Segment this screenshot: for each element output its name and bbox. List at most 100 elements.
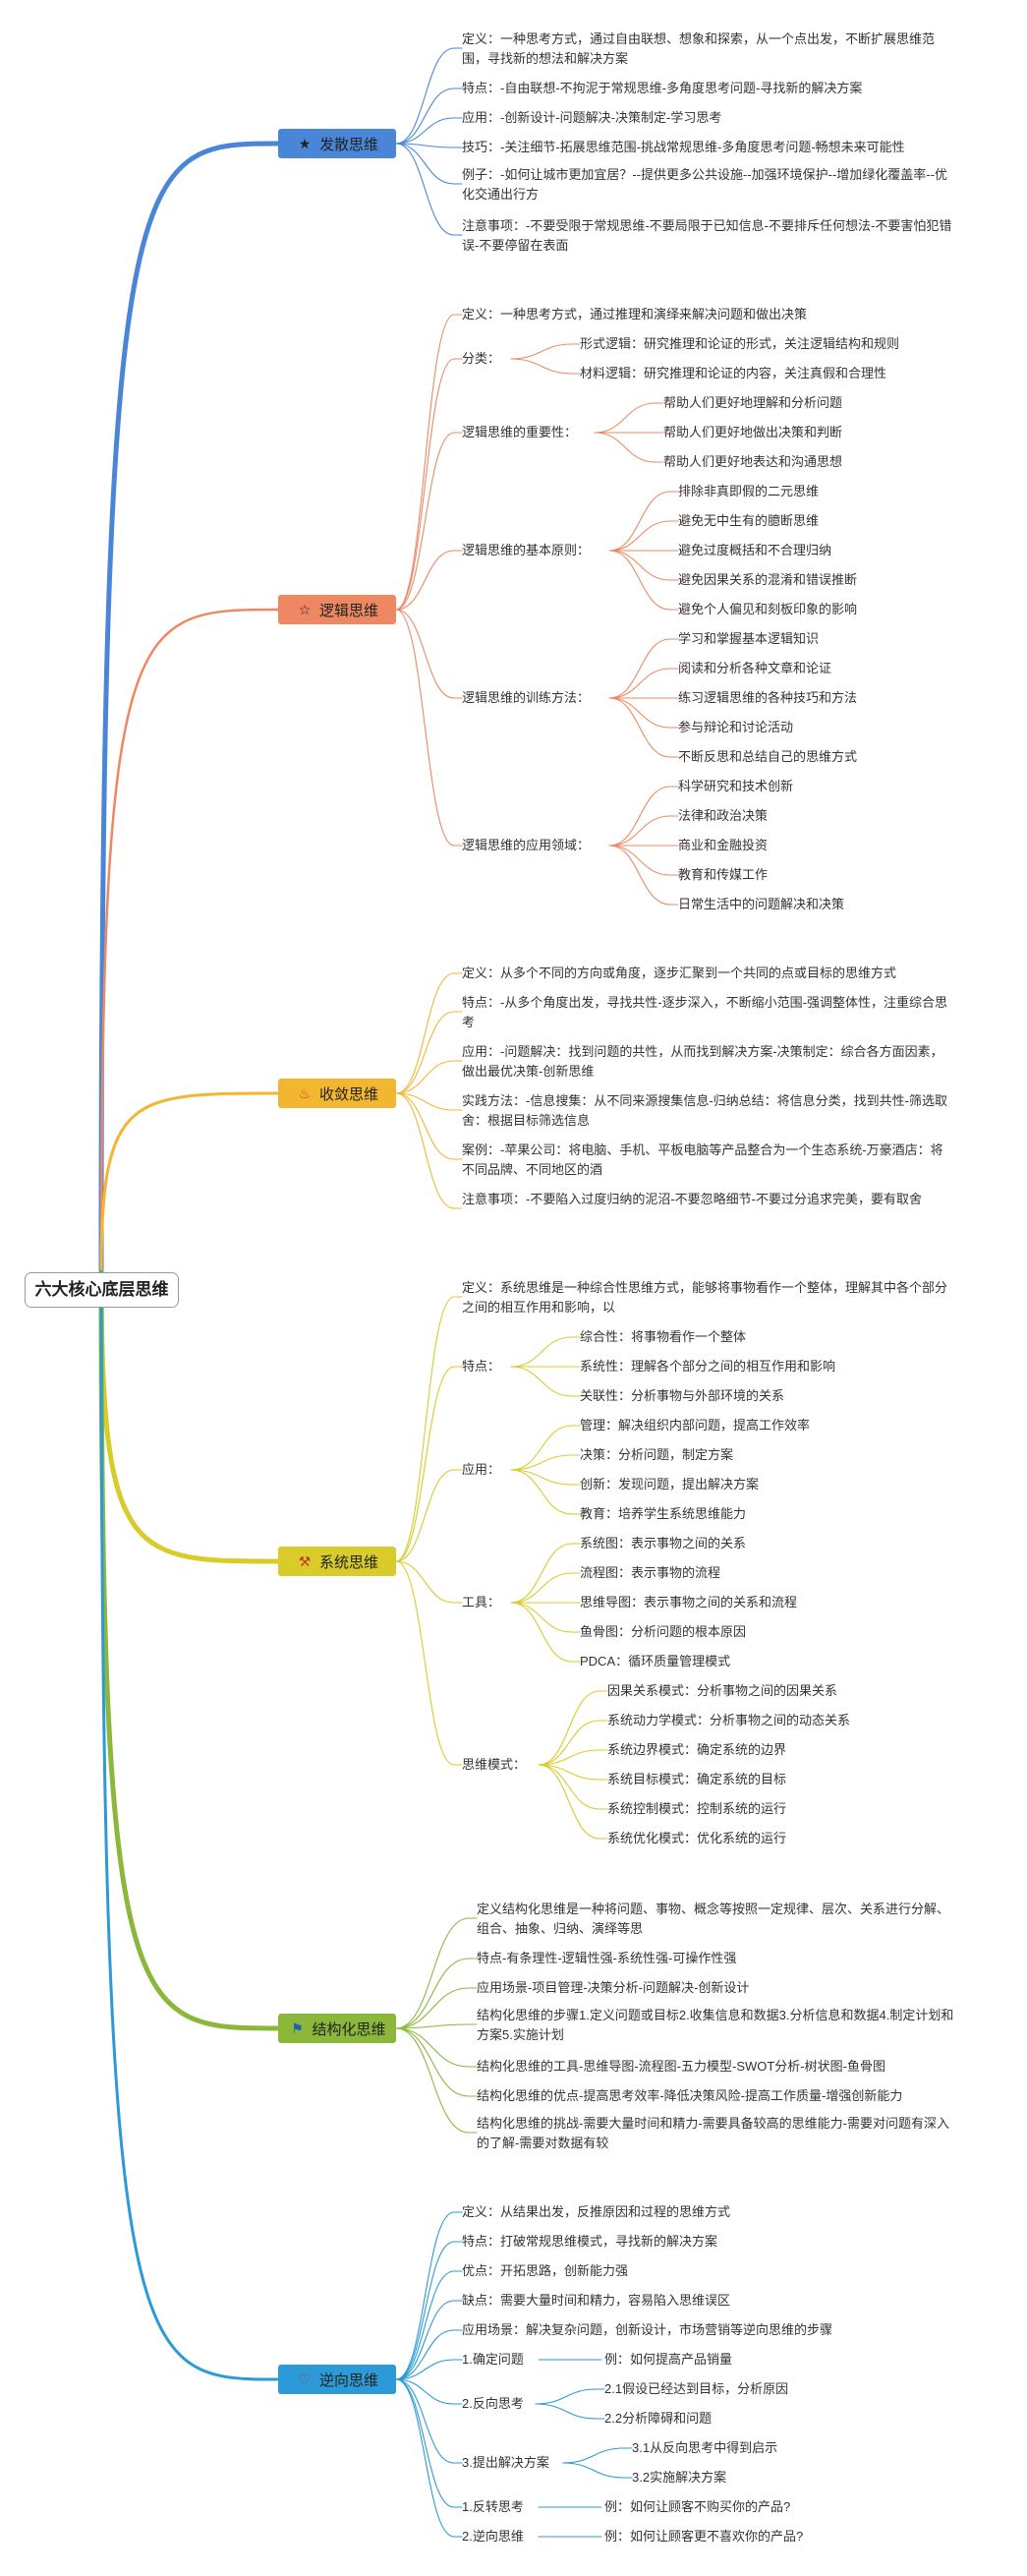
structured-steps: 结构化思维的步骤1.定义问题或目标2.收集信息和数据3.分析信息和数据4.制定计… bbox=[477, 2008, 954, 2042]
leaf-connector bbox=[608, 638, 671, 699]
systems-item: 管理：解决组织内部问题，提高工作效率 bbox=[580, 1418, 811, 1433]
fire-icon: ♨ bbox=[298, 1084, 312, 1101]
branch-divergent-label: 发散思维 bbox=[318, 136, 378, 153]
systems-item: 创新：发现问题，提出解决方案 bbox=[580, 1477, 760, 1492]
leaf-connector bbox=[510, 1572, 573, 1604]
branch-systems[interactable]: ⚒系统思维 bbox=[278, 1547, 396, 1576]
systems-item: 系统优化模式：优化系统的运行 bbox=[607, 1831, 787, 1845]
branch-convergent[interactable]: ♨收敛思维 bbox=[278, 1079, 396, 1108]
branch-connector bbox=[99, 608, 280, 1274]
leaf-connector bbox=[395, 117, 455, 145]
logical-item: 帮助人们更好地表达和沟通思想 bbox=[663, 454, 843, 469]
logical-item: 避免过度概括和不合理归纳 bbox=[678, 543, 832, 557]
leaf-connector bbox=[535, 2388, 598, 2405]
logical-definition: 定义：一种思考方式，通过推理和演绎来解决问题和做出决策 bbox=[462, 307, 808, 322]
logical-item: 参与辩论和讨论活动 bbox=[678, 720, 794, 734]
reverse-step-item: 3.2实施解决方案 bbox=[632, 2470, 727, 2485]
reverse-step-item: 2.2分析障碍和问题 bbox=[604, 2411, 713, 2426]
leaf-connector bbox=[395, 2023, 470, 2029]
structured-challenges: 结构化思维的挑战-需要大量时间和精力-需要具备较高的思维能力-需要对问题有深入的… bbox=[477, 2116, 949, 2150]
systems-item: 决策：分析问题，制定方案 bbox=[580, 1447, 734, 1462]
logical-group-title: 分类： bbox=[462, 351, 501, 366]
leaf-connector bbox=[538, 1764, 600, 1810]
leaf-connector bbox=[538, 1764, 600, 1781]
systems-item: 因果关系模式：分析事物之间的因果关系 bbox=[607, 1683, 838, 1698]
systems-item: 系统性：理解各个部分之间的相互作用和影响 bbox=[580, 1359, 836, 1374]
reverse-step-item: 2.1假设已经达到目标，分析原因 bbox=[604, 2381, 789, 2396]
leaf-connector bbox=[395, 88, 455, 145]
branch-connector bbox=[98, 1269, 281, 2031]
root-node[interactable]: 六大核心底层思维 bbox=[25, 1272, 179, 1308]
leaf-connector bbox=[395, 1011, 455, 1094]
divergent-examples: 例子：-如何让城市更加宜居？--提供更多公共设施--加强环境保护--增加绿化覆盖… bbox=[462, 167, 947, 202]
leaf-connector bbox=[395, 1560, 455, 1604]
leaf-connector bbox=[510, 1366, 573, 1397]
leaf-connector bbox=[395, 972, 455, 1094]
leaf-connector bbox=[395, 1296, 455, 1562]
systems-item: 鱼骨图：分析问题的根本原因 bbox=[580, 1624, 747, 1639]
leaf-connector bbox=[510, 358, 573, 375]
leaf-connector bbox=[510, 1425, 573, 1471]
leaf-connector bbox=[395, 2027, 470, 2068]
leaf-connector bbox=[510, 1602, 573, 1633]
convergent-features: 特点：-从多个角度出发，寻找共性-逐步深入，不断缩小范围-强调整体性，注重综合思… bbox=[462, 995, 947, 1029]
divergent-notes: 注意事项：-不要受限于常规思维-不要局限于已知信息-不要排斥任何想法-不要害怕犯… bbox=[462, 218, 952, 253]
logical-item: 形式逻辑：研究推理和论证的形式，关注逻辑结构和规则 bbox=[580, 336, 900, 351]
leaf-connector bbox=[538, 1749, 600, 1766]
logical-item: 商业和金融投资 bbox=[678, 838, 769, 852]
logical-item: 避免因果关系的混淆和错误推断 bbox=[678, 572, 858, 587]
leaf-connector bbox=[395, 1560, 455, 1766]
branch-reverse[interactable]: ♡逆向思维 bbox=[278, 2365, 396, 2394]
systems-item: 系统目标模式：确定系统的目标 bbox=[607, 1772, 787, 1786]
divergent-applications: 应用：-创新设计-问题解决-决策制定-学习思考 bbox=[462, 110, 722, 125]
branch-structured[interactable]: ⚑ 结构化思维 bbox=[278, 2014, 396, 2043]
leaf-connector bbox=[395, 2241, 455, 2380]
leaf-connector bbox=[395, 2027, 470, 2134]
leaf-connector bbox=[608, 786, 671, 847]
systems-item: 思维导图：表示事物之间的关系和流程 bbox=[580, 1595, 798, 1610]
logical-item: 日常生活中的问题解决和决策 bbox=[678, 897, 845, 911]
leaf-connector bbox=[395, 2300, 455, 2380]
leaf-connector bbox=[395, 2378, 455, 2538]
branch-systems-label: 系统思维 bbox=[318, 1553, 378, 1571]
leaf-connector bbox=[395, 2359, 455, 2380]
leaf-connector bbox=[395, 2270, 455, 2380]
leaf-connector bbox=[538, 1720, 600, 1766]
structured-tools: 结构化思维的工具-思维导图-流程图-五力模型-SWOT分析-树状图-鱼骨图 bbox=[477, 2059, 885, 2074]
leaf-connector bbox=[395, 1987, 470, 2029]
systems-item: 系统动力学模式：分析事物之间的动态关系 bbox=[607, 1713, 851, 1727]
leaf-connector bbox=[608, 491, 671, 552]
systems-item: 关联性：分析事物与外部环境的关系 bbox=[580, 1388, 785, 1403]
leaf-connector bbox=[395, 314, 455, 611]
leaf-connector bbox=[510, 343, 573, 360]
branch-logical-label: 逻辑思维 bbox=[318, 602, 378, 619]
reverse-definition: 定义：从结果出发，反推原因和过程的思维方式 bbox=[462, 2204, 731, 2219]
logical-item: 避免个人偏见和刻板印象的影响 bbox=[678, 602, 858, 616]
leaf-connector bbox=[538, 1690, 600, 1766]
leaf-connector bbox=[510, 1454, 573, 1471]
branch-connector bbox=[98, 141, 281, 1275]
branch-logical[interactable]: ☆逻辑思维 bbox=[278, 595, 396, 624]
systems-item: 系统图：表示事物之间的关系 bbox=[580, 1536, 747, 1551]
structured-features: 特点-有条理性-逻辑性强-系统性强-可操作性强 bbox=[477, 1951, 737, 1965]
reverse-step-title: 1.反转思考 bbox=[462, 2499, 524, 2514]
leaf-connector bbox=[510, 1602, 573, 1663]
branch-structured-label: 结构化思维 bbox=[312, 2020, 386, 2038]
divergent-techniques: 技巧：-关注细节-拓展思维范围-挑战常规思维-多角度思考问题-畅想未来可能性 bbox=[462, 140, 905, 154]
systems-definition: 定义：系统思维是一种综合性思维方式，能够将事物看作一个整体，理解其中各个部分之间… bbox=[462, 1280, 948, 1315]
systems-group-title: 应用： bbox=[462, 1462, 501, 1477]
leaf-connector bbox=[608, 550, 671, 611]
branch-divergent[interactable]: ★发散思维 bbox=[278, 129, 396, 158]
leaf-connector bbox=[395, 2211, 455, 2380]
flag-icon: ⚑ bbox=[291, 2020, 304, 2036]
leaf-connector bbox=[395, 143, 455, 148]
branch-reverse-label: 逆向思维 bbox=[318, 2371, 378, 2389]
leaf-connector bbox=[395, 143, 455, 185]
leaf-connector bbox=[510, 1336, 573, 1368]
systems-group-title: 思维模式： bbox=[462, 1757, 527, 1772]
divergent-features: 特点：-自由联想-不拘泥于常规思维-多角度思考问题-寻找新的解决方案 bbox=[462, 81, 863, 95]
systems-item: 系统控制模式：控制系统的运行 bbox=[607, 1801, 787, 1816]
reverse-step-item: 例：如何提高产品销量 bbox=[604, 2352, 733, 2367]
leaf-connector bbox=[395, 432, 455, 611]
